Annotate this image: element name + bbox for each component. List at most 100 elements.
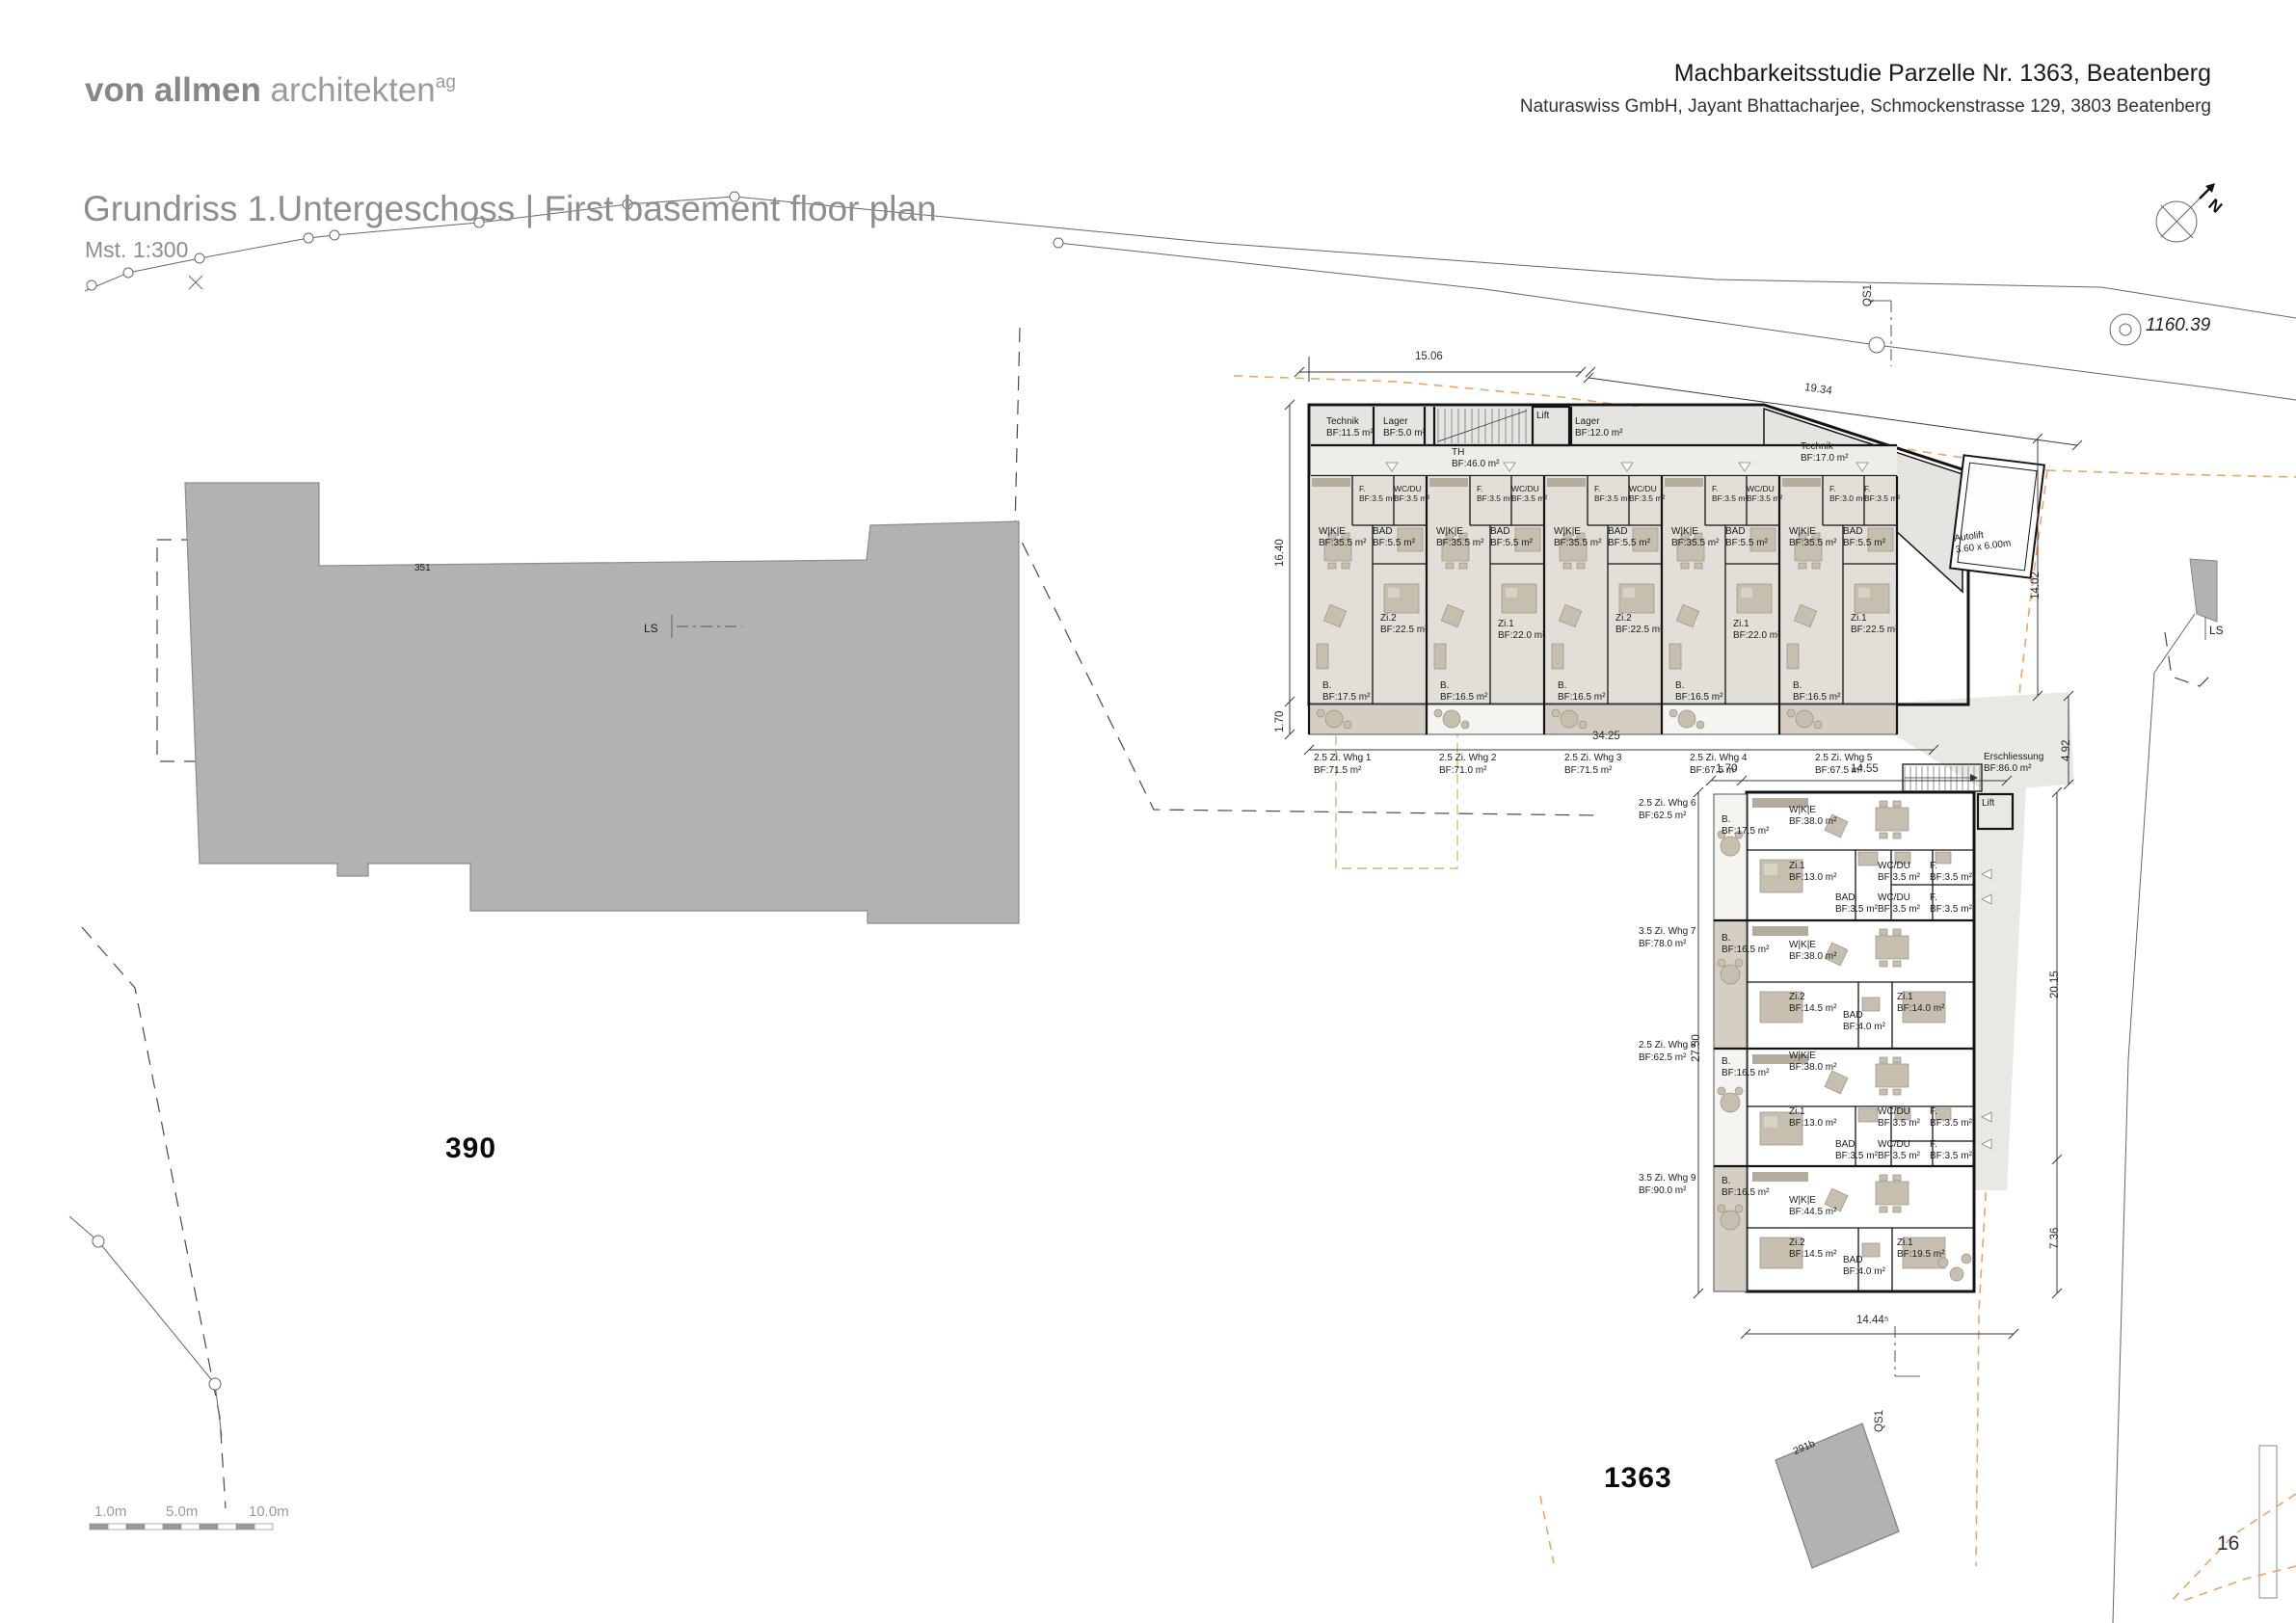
room-label: W|K|E BF:35.5 m²: [1789, 526, 1837, 548]
ls-label: LS: [644, 622, 658, 635]
dimension-label: 27.50: [1691, 1034, 1702, 1062]
apartment-caption: 2.5 Zi. Whg 4 BF:67.5 m²: [1690, 753, 1748, 776]
lower-unit-whg8: [1717, 1054, 1974, 1166]
section-label-qs1-top: QS1: [1862, 283, 1874, 306]
upper-building: [1307, 403, 1970, 706]
room-label: F. BF:3.5 m²: [1477, 484, 1513, 503]
room-label: WC/DU BF:3.5 m²: [1511, 484, 1548, 503]
project-client: Naturaswiss GmbH, Jayant Bhattacharjee, …: [1519, 96, 2211, 117]
building-351-label: 351: [414, 563, 431, 573]
apartment-caption: 2.5 Zi. Whg 1 BF:71.5 m²: [1314, 753, 1372, 776]
elevation-value: 1160.39: [2146, 315, 2211, 335]
dimension-label: 1.70: [1274, 710, 1286, 732]
room-label: F. BF:3.5 m²: [1864, 484, 1901, 503]
scale-label-1m: 1.0m: [94, 1503, 127, 1520]
room-label: BAD BF:5.5 m²: [1843, 526, 1885, 548]
apartment-caption: 2.5 Zi. Whg 8 BF:62.5 m²: [1639, 1040, 1696, 1063]
room-label: W|K|E BF:35.5 m²: [1671, 526, 1720, 548]
room-label: Lager BF:12.0 m²: [1575, 416, 1623, 439]
firm-logo-bold: von allmen: [85, 71, 261, 109]
room-label: Lift: [1982, 798, 1995, 809]
room-label: B. BF:16.5 m²: [1722, 1176, 1770, 1198]
ls-label-right: LS: [2209, 624, 2224, 637]
room-label: Zi.1 BF:14.0 m²: [1897, 992, 1945, 1014]
section-label-qs1-bottom: QS1: [1874, 1409, 1885, 1432]
apartment-caption: 3.5 Zi. Whg 9 BF:90.0 m²: [1639, 1173, 1696, 1196]
room-label: BAD BF:4.0 m²: [1843, 1010, 1885, 1032]
room-label: WC/DU BF:3.5 m²: [1394, 484, 1430, 503]
room-label: Zi.2 BF:22.5 m²: [1615, 613, 1664, 635]
room-label: W|K|E BF:38.0 m²: [1789, 940, 1837, 962]
building-291b: [1775, 1423, 1900, 1569]
room-label: B. BF:16.5 m²: [1558, 680, 1606, 703]
room-label: Zi.2 BF:22.5 m²: [1380, 613, 1428, 635]
firm-logo-light: architekten: [260, 71, 436, 109]
room-label: F. BF:3.5 m²: [1594, 484, 1631, 503]
room-label: B. BF:17.5 m²: [1722, 814, 1770, 837]
room-label: Technik BF:17.0 m²: [1801, 441, 1849, 464]
apartment-caption: 3.5 Zi. Whg 7 BF:78.0 m²: [1639, 926, 1696, 949]
room-label: W|K|E BF:35.5 m²: [1554, 526, 1602, 548]
existing-building-351: [184, 482, 1020, 924]
room-label: B. BF:16.5 m²: [1722, 1056, 1770, 1078]
project-title: Machbarkeitsstudie Parzelle Nr. 1363, Be…: [1673, 60, 2211, 87]
room-label: Zi.1 BF:13.0 m²: [1789, 1106, 1837, 1129]
erschliessung-area: [1897, 692, 2074, 1190]
upper-unit-whg1: [1307, 462, 1428, 735]
room-label: WC/DU BF:3.5 m²: [1878, 1106, 1920, 1129]
lower-unit-whg7: [1717, 926, 1974, 1049]
firm-logo: von allmen architektenag: [85, 71, 456, 110]
room-label: B. BF:16.5 m²: [1793, 680, 1841, 703]
room-label: Technik BF:11.5 m²: [1326, 416, 1374, 439]
dimension-label: 1.70: [1716, 763, 1738, 775]
dimension-label: 16.40: [1274, 539, 1286, 567]
dimension-label: 14.02: [2030, 572, 2042, 599]
room-label: Zi.1 BF:22.0 m²: [1733, 619, 1781, 641]
room-label: B. BF:16.5 m²: [1675, 680, 1723, 703]
parcel-1363-label: 1363: [1604, 1462, 1672, 1494]
room-label: F. BF:3.5 m²: [1359, 484, 1396, 503]
room-label: TH BF:46.0 m²: [1452, 447, 1500, 469]
apartment-caption: 2.5 Zi. Whg 2 BF:71.0 m²: [1439, 753, 1497, 776]
apartment-caption: 2.5 Zi. Whg 3 BF:71.5 m²: [1564, 753, 1622, 776]
parcel-boundary-dashed: [68, 327, 2214, 1509]
firm-logo-suffix: ag: [435, 72, 456, 93]
room-label: W|K|E BF:38.0 m²: [1789, 1051, 1837, 1073]
elevation-marker-icon: [2109, 313, 2142, 346]
upper-unit-whg2: [1425, 462, 1545, 735]
section-marker-qs1-top: [1868, 300, 1892, 366]
room-label: F. BF:3.0 m²: [1829, 484, 1866, 503]
room-label: Zi.1 BF:22.5 m²: [1851, 613, 1899, 635]
apartment-caption: 2.5 Zi. Whg 5 BF:67.5 m²: [1815, 753, 1873, 776]
room-label: BAD BF:3.5 m²: [1835, 892, 1878, 915]
dimension-label: 14.55: [1851, 763, 1879, 775]
neighbour-building-sliver: [2189, 558, 2218, 640]
terrain-contour-lines: [84, 191, 2296, 1623]
room-label: BAD BF:5.5 m²: [1608, 526, 1650, 548]
room-label: Zi.2 BF:14.5 m²: [1789, 992, 1837, 1014]
room-label: BAD BF:3.5 m²: [1835, 1139, 1878, 1161]
page-number: 16: [2217, 1532, 2240, 1555]
room-label: BAD BF:5.5 m²: [1725, 526, 1768, 548]
scale-label-10m: 10.0m: [249, 1503, 289, 1520]
upper-unit-whg5: [1777, 462, 1899, 735]
page-title: Grundriss 1.Untergeschoss | First baseme…: [83, 189, 937, 228]
room-label: WC/DU BF:3.5 m²: [1747, 484, 1783, 503]
room-label: W|K|E BF:38.0 m²: [1789, 805, 1837, 827]
room-label: BAD BF:5.5 m²: [1490, 526, 1533, 548]
room-label: B. BF:17.5 m²: [1322, 680, 1371, 703]
parcel-390-label: 390: [445, 1132, 497, 1164]
room-label: Zi.1 BF:22.0 m²: [1498, 619, 1546, 641]
room-label: Erschliessung BF:86.0 m²: [1984, 752, 2044, 774]
dimension-label: 20.15: [2049, 971, 2061, 998]
room-label: Zi.2 BF:14.5 m²: [1789, 1237, 1837, 1260]
room-label: BAD BF:5.5 m²: [1373, 526, 1415, 548]
room-label: Zi.1 BF:19.5 m²: [1897, 1237, 1945, 1260]
lower-building: [1713, 790, 2015, 1293]
lower-unit-whg9: [1717, 1172, 1974, 1291]
room-label: BAD BF:4.0 m²: [1843, 1255, 1885, 1277]
lower-unit-whg6: [1717, 798, 1974, 920]
upper-unit-whg3: [1542, 462, 1663, 735]
